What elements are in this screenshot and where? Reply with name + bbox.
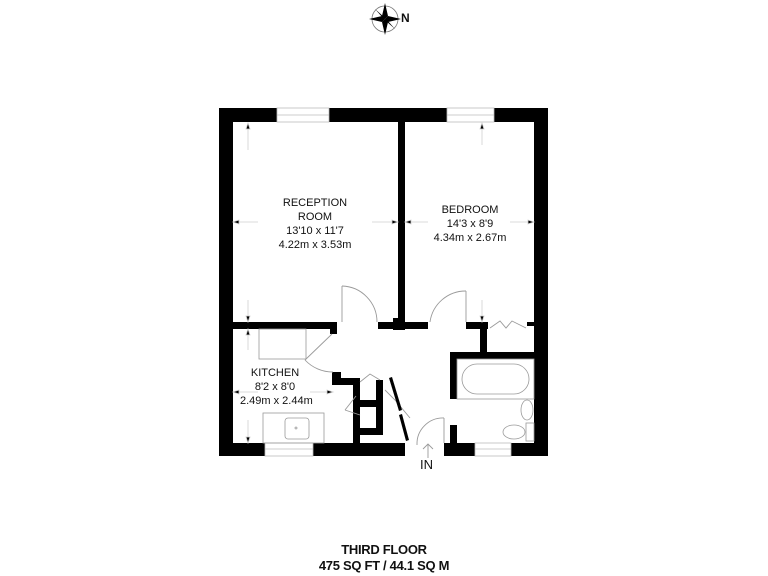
bathroom-fixtures <box>456 358 535 442</box>
compass-rose-icon <box>369 3 401 35</box>
entrance-label: IN <box>420 457 433 472</box>
room-label-kitchen: KITCHEN 8'2 x 8'0 2.49m x 2.44m <box>240 366 313 408</box>
toilet-icon <box>502 424 526 440</box>
room-name: ROOM <box>297 211 333 223</box>
basin-icon <box>520 399 534 421</box>
windows <box>264 107 512 457</box>
kitchen-fixtures <box>258 328 325 444</box>
room-dimensions-imperial: 8'2 x 8'0 <box>254 381 296 393</box>
compass-north-label: N <box>401 11 410 25</box>
room-label-bedroom: BEDROOM 14'3 x 8'9 4.34m x 2.67m <box>420 203 520 245</box>
room-dimensions-imperial: 13'10 x 11'7 <box>286 225 344 237</box>
doors <box>304 285 527 446</box>
room-dimensions-metric: 4.22m x 3.53m <box>278 239 352 251</box>
floor-area: 475 SQ FT / 44.1 SQ M <box>318 558 450 573</box>
floor-title: THIRD FLOOR <box>341 542 427 557</box>
dimension-markers <box>231 121 536 445</box>
room-name: BEDROOM <box>441 204 499 216</box>
room-name: KITCHEN <box>250 367 300 379</box>
entry-arrow-icon <box>422 443 434 458</box>
room-name: RECEPTION <box>282 197 348 209</box>
sink-icon <box>284 417 310 440</box>
room-dimensions-metric: 4.34m x 2.67m <box>433 232 507 244</box>
room-dimensions-metric: 2.49m x 2.44m <box>240 395 313 407</box>
room-label-reception: RECEPTION ROOM 13'10 x 11'7 4.22m x 3.53… <box>265 196 365 252</box>
closet-door-panels <box>389 377 409 441</box>
walls <box>219 108 548 456</box>
bathtub-icon <box>461 363 530 395</box>
room-dimensions-imperial: 14'3 x 8'9 <box>446 218 494 230</box>
